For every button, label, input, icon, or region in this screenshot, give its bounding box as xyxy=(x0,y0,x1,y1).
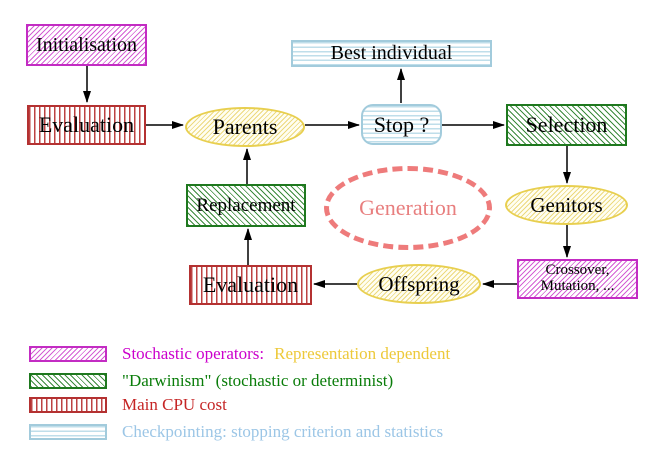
legend-label-darwinism: "Darwinism" (stochastic or determinist) xyxy=(122,371,394,390)
legend-row-darwinism: "Darwinism" (stochastic or determinist) xyxy=(0,370,662,392)
node-offspring: Offspring xyxy=(357,264,481,304)
node-offspring-label: Offspring xyxy=(378,271,460,296)
node-replacement: Replacement xyxy=(186,184,306,227)
legend-label-main-cpu-cost: Main CPU cost xyxy=(122,395,227,414)
legend-label-representation-dependent: Representation dependent xyxy=(274,344,451,363)
legend-text-row-2: "Darwinism" (stochastic or determinist) xyxy=(122,370,393,392)
node-stop-label: Stop ? xyxy=(373,111,430,137)
node-evaluation-top: Evaluation xyxy=(27,105,146,145)
node-genitors: Genitors xyxy=(505,185,628,225)
node-mutation-label: Mutation, ... xyxy=(540,278,615,294)
node-initialisation-label: Initialisation xyxy=(35,33,138,56)
node-selection-label: Selection xyxy=(525,112,608,138)
node-crossover-label: Crossover, xyxy=(545,262,610,279)
legend-swatch-magenta-hatch xyxy=(29,346,107,362)
node-evaluation-bottom: Evaluation xyxy=(189,265,312,305)
node-initialisation: Initialisation xyxy=(26,24,147,66)
node-parents: Parents xyxy=(185,107,305,147)
node-crossover-mutation: Crossover, Mutation, ... xyxy=(517,259,638,299)
legend-label-stochastic-operators: Stochastic operators: xyxy=(122,344,265,363)
legend-row-stochastic-operators: Stochastic operators: Representation depe… xyxy=(0,343,662,365)
legend-text-row-3: Main CPU cost xyxy=(122,394,227,416)
node-replacement-label: Replacement xyxy=(196,194,296,216)
node-best-individual-label: Best individual xyxy=(330,42,453,64)
generation-loop-ellipse: Generation xyxy=(324,166,492,250)
node-stop: Stop ? xyxy=(361,104,442,145)
node-best-individual: Best individual xyxy=(291,40,492,67)
node-selection: Selection xyxy=(506,104,627,146)
node-evaluation-bottom-label: Evaluation xyxy=(202,272,299,298)
node-parents-label: Parents xyxy=(212,114,278,140)
legend-text-row-4: Checkpointing: stopping criterion and st… xyxy=(122,421,443,443)
legend-row-main-cpu-cost: Main CPU cost xyxy=(0,394,662,416)
legend-swatch-green-hatch xyxy=(29,373,107,389)
legend-swatch-red-vlines xyxy=(29,397,107,413)
legend-row-checkpointing: Checkpointing: stopping criterion and st… xyxy=(0,421,662,443)
legend-label-checkpointing: Checkpointing: stopping criterion and st… xyxy=(122,422,444,441)
legend-swatch-cyan-hlines xyxy=(29,424,107,440)
node-genitors-label: Genitors xyxy=(530,192,603,217)
generation-loop-label: Generation xyxy=(359,195,457,220)
node-evaluation-top-label: Evaluation xyxy=(38,112,135,138)
legend-text-row-1: Stochastic operators: Representation depe… xyxy=(122,343,450,365)
